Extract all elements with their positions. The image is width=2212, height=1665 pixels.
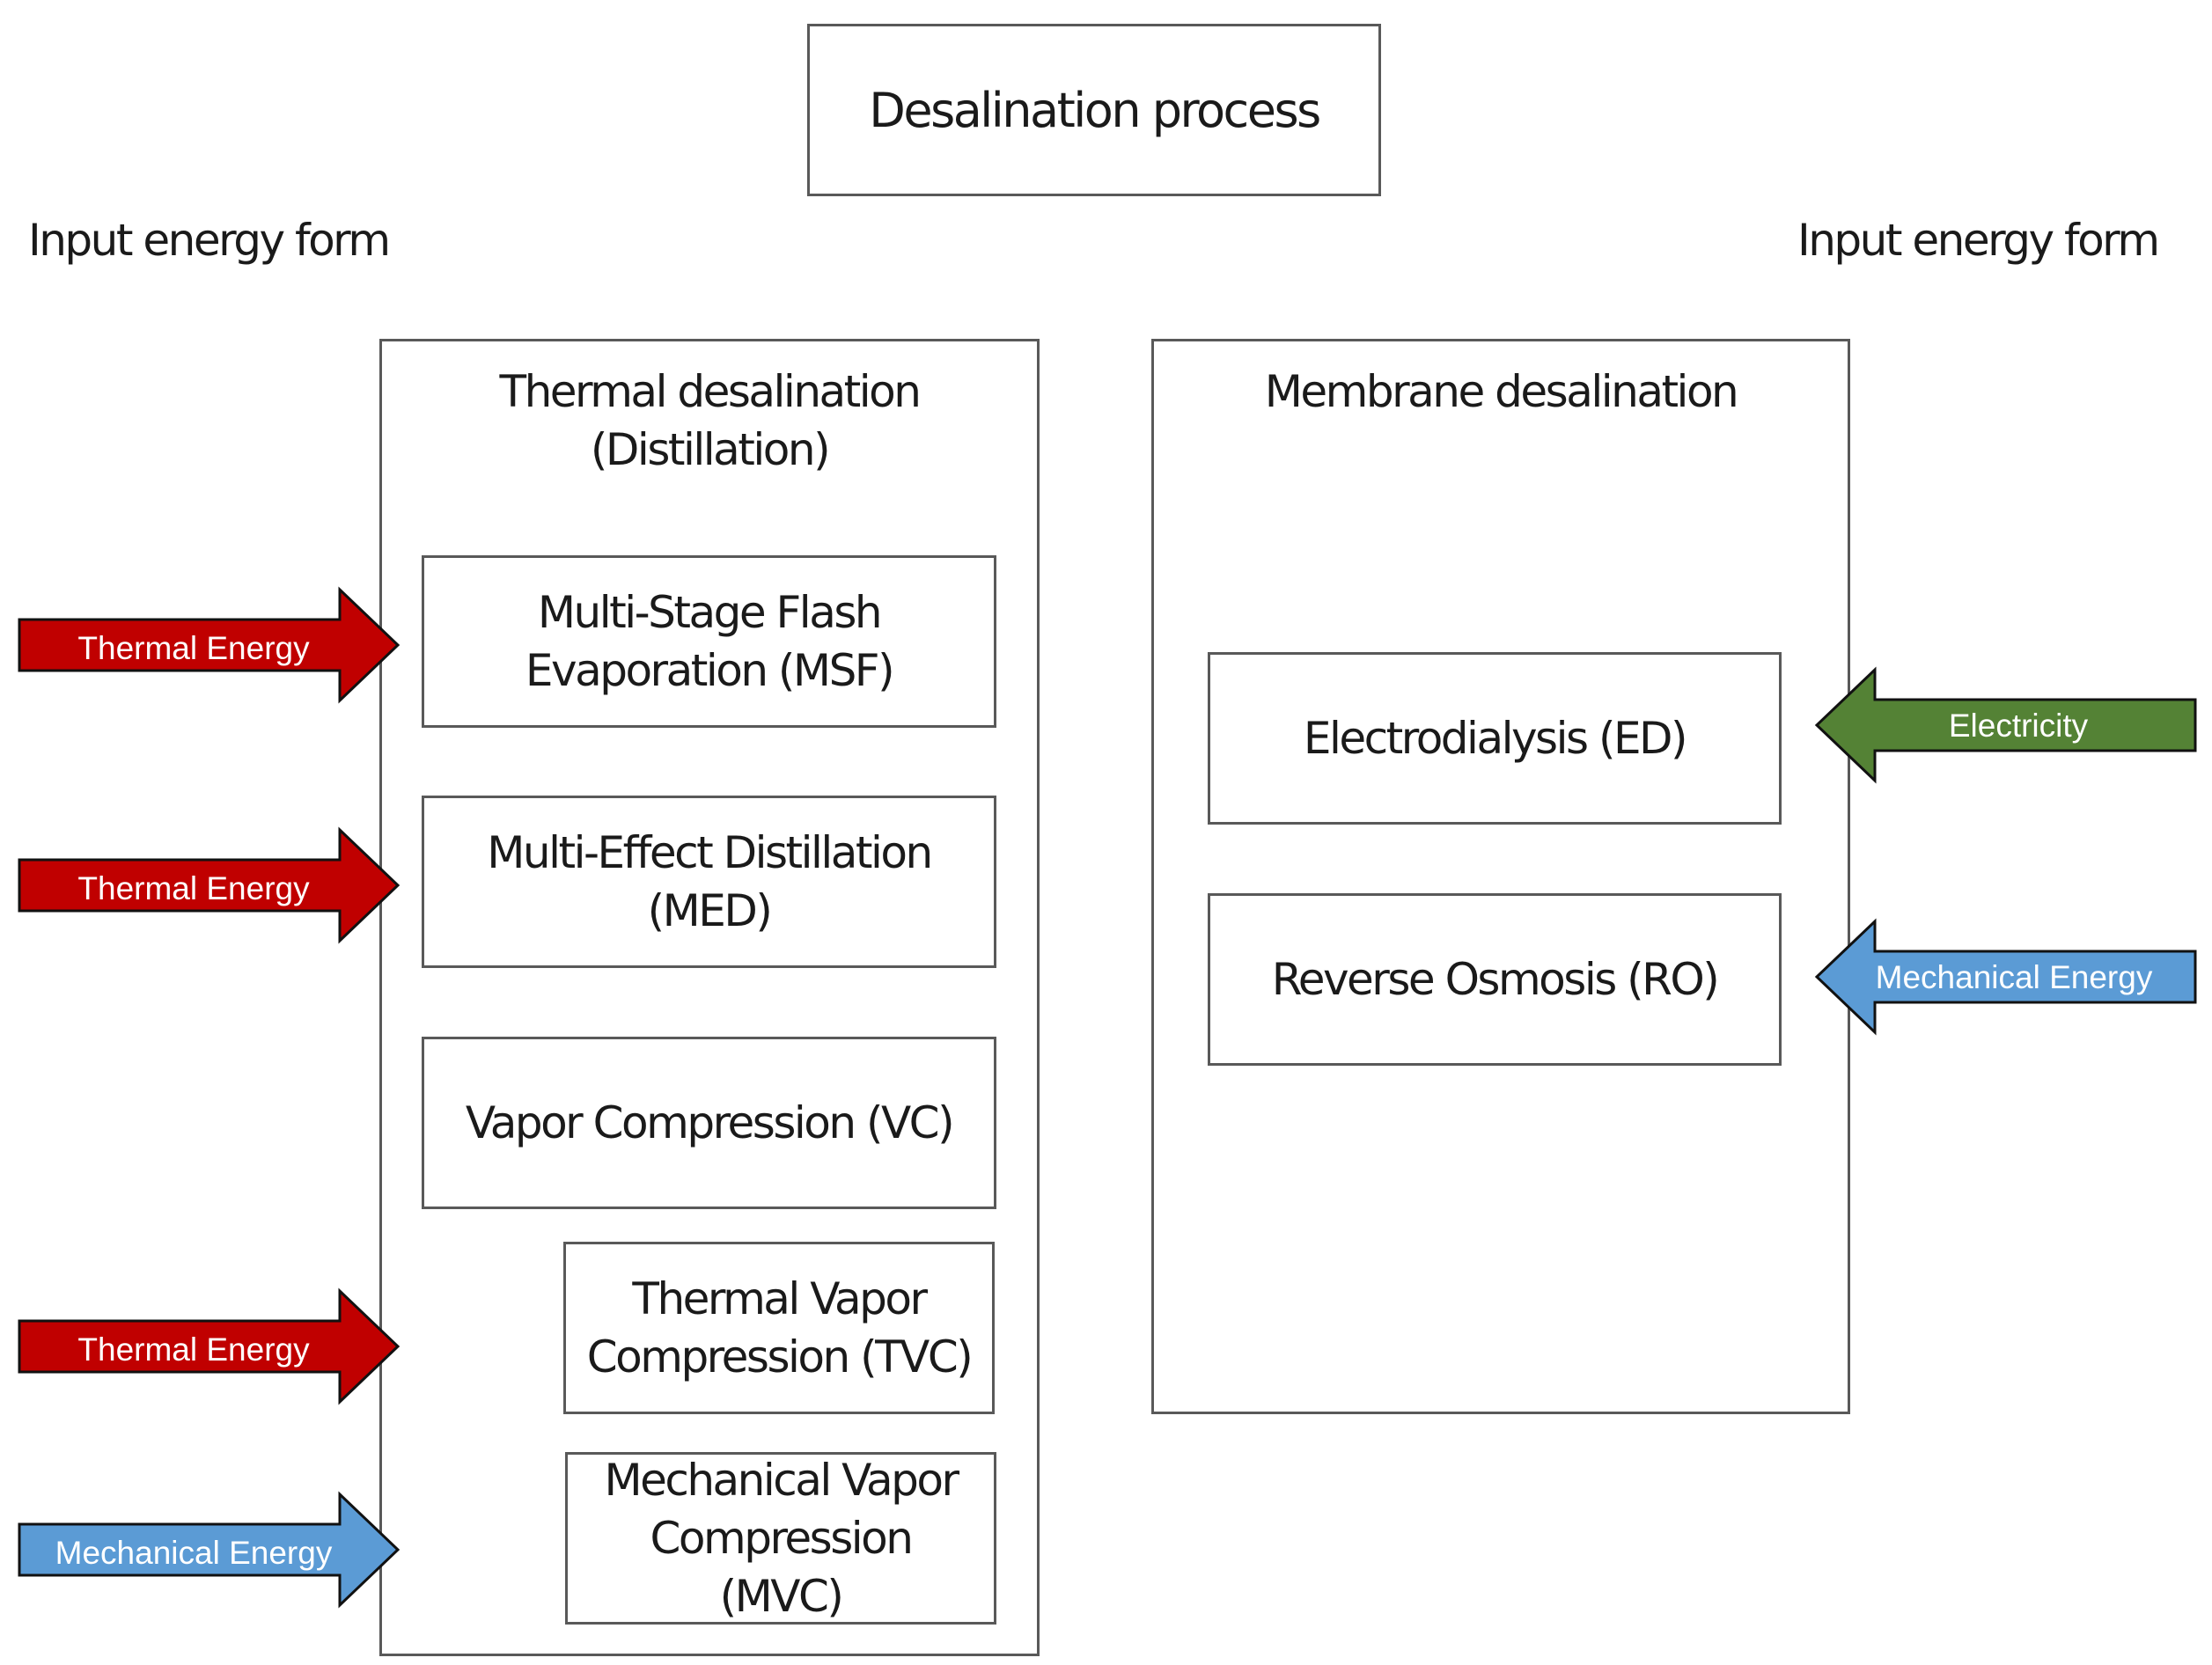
process-tvc-line1: Thermal Vapor — [632, 1273, 928, 1324]
process-vc-line1: Vapor Compression (VC) — [465, 1097, 955, 1148]
process-mvc-line3: (MVC) — [719, 1571, 844, 1622]
process-box-ed: Electrodialysis (ED) — [1208, 652, 1782, 825]
process-mvc-line2: Compression — [650, 1513, 914, 1564]
thermal-energy-arrow-msf — [18, 586, 401, 704]
thermal-energy-label-tvc: Thermal Energy — [77, 1331, 310, 1368]
thermal-energy-label-med: Thermal Energy — [77, 870, 310, 906]
process-msf-line2: Evaporation (MSF) — [525, 645, 895, 696]
left-arrow-icon — [1814, 666, 2197, 784]
electricity-label-ed: Electricity — [1948, 708, 2089, 744]
process-mvc-line1: Mechanical Vapor — [604, 1455, 959, 1506]
left-arrow-icon — [1814, 918, 2197, 1036]
electricity-arrow-ed — [1814, 666, 2197, 784]
process-box-ro: Reverse Osmosis (RO) — [1208, 893, 1782, 1066]
diagram-title: Desalination process — [869, 82, 1321, 138]
right-input-energy-header: Input energy form — [1797, 215, 2160, 266]
right-arrow-icon — [18, 1287, 401, 1405]
thermal-energy-label-msf: Thermal Energy — [77, 630, 310, 666]
thermal-energy-arrow-med — [18, 826, 401, 944]
process-ro-line1: Reverse Osmosis (RO) — [1271, 954, 1720, 1005]
right-arrow-icon — [18, 586, 401, 704]
process-box-med: Multi-Effect Distillation (MED) — [422, 796, 996, 968]
mechanical-energy-label-mvc: Mechanical Energy — [55, 1535, 333, 1571]
right-arrow-icon — [18, 1491, 401, 1609]
left-input-energy-header: Input energy form — [28, 215, 391, 266]
right-arrow-icon — [18, 826, 401, 944]
mechanical-energy-arrow-mvc — [18, 1491, 401, 1609]
thermal-energy-arrow-tvc — [18, 1287, 401, 1405]
process-box-msf: Multi-Stage Flash Evaporation (MSF) — [422, 555, 996, 728]
membrane-group-title: Membrane desalination — [1154, 363, 1848, 421]
mechanical-energy-arrow-ro — [1814, 918, 2197, 1036]
process-msf-line1: Multi-Stage Flash — [537, 587, 883, 638]
desalination-process-box: Desalination process — [807, 24, 1381, 196]
process-ed-line1: Electrodialysis (ED) — [1303, 713, 1688, 764]
thermal-group-title-line1: Thermal desalination — [499, 366, 922, 417]
process-box-mvc: Mechanical Vapor Compression (MVC) — [565, 1452, 996, 1625]
process-box-tvc: Thermal Vapor Compression (TVC) — [563, 1242, 995, 1414]
process-med-line1: Multi-Effect Distillation — [487, 827, 933, 878]
membrane-desalination-group: Membrane desalination — [1151, 339, 1850, 1414]
thermal-group-title-line2: (Distillation) — [590, 424, 831, 475]
thermal-group-title: Thermal desalination (Distillation) — [382, 363, 1037, 479]
membrane-group-title-line1: Membrane desalination — [1264, 366, 1739, 417]
mechanical-energy-label-ro: Mechanical Energy — [1875, 959, 2153, 995]
process-tvc-line2: Compression (TVC) — [586, 1331, 974, 1383]
process-box-vc: Vapor Compression (VC) — [422, 1037, 996, 1209]
process-med-line2: (MED) — [647, 885, 773, 936]
